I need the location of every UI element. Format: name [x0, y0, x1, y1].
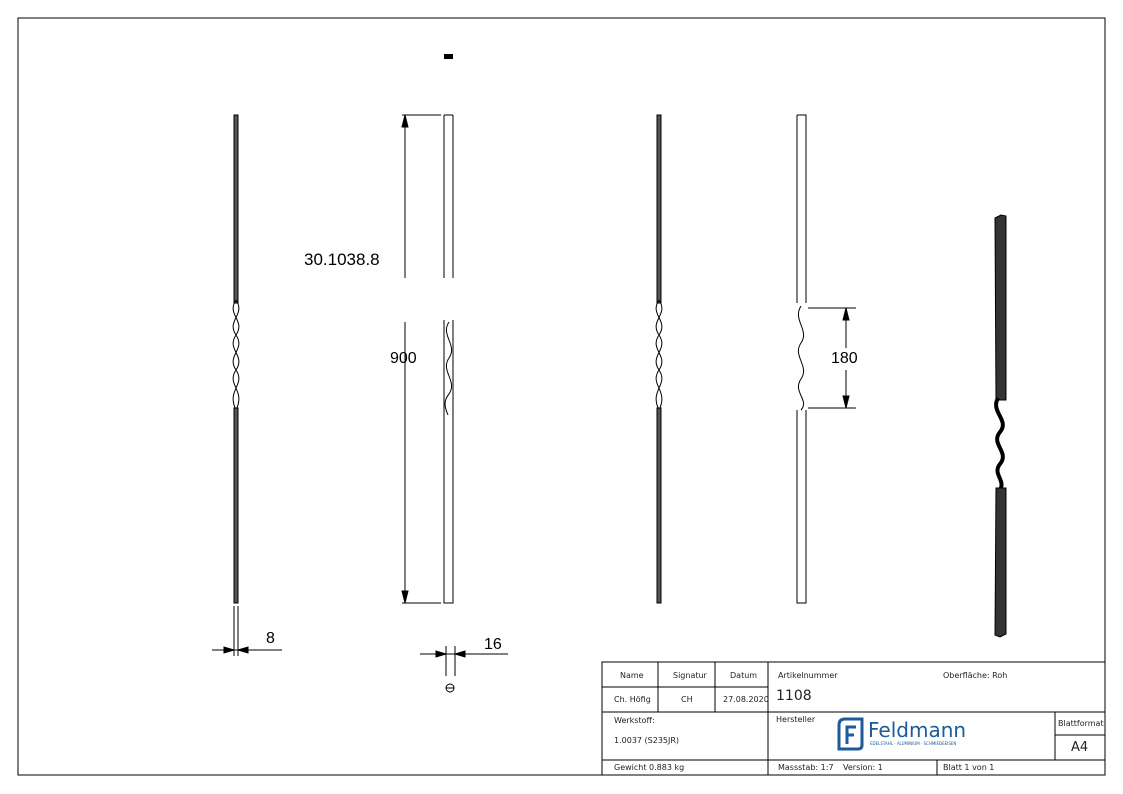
sheet-number: Blatt 1 von 1	[943, 763, 995, 772]
name-label: Name	[620, 671, 644, 680]
title-block-grid	[601, 661, 1106, 776]
overall-length-label: 30.1038.8	[304, 250, 380, 269]
date-label: Datum	[730, 671, 758, 680]
surface: Oberfläche: Roh	[943, 671, 1008, 680]
feldmann-logo	[837, 717, 864, 751]
date-value: 27.08.2020	[723, 695, 769, 704]
article-label: Artikelnummer	[778, 671, 838, 680]
name-value: Ch. Höfig	[614, 695, 651, 704]
format-value: A4	[1071, 740, 1089, 755]
signature-value: CH	[681, 695, 693, 704]
material-label: Werkstoff:	[614, 716, 655, 725]
manufacturer-label: Hersteller	[776, 715, 816, 724]
version: Version: 1	[843, 763, 883, 772]
thickness-label: 8	[266, 630, 275, 647]
side-view-2	[796, 114, 856, 604]
format-label: Blattformat	[1058, 719, 1104, 728]
side-view	[401, 114, 454, 604]
material-value: 1.0037 (S235JR)	[614, 736, 680, 745]
isometric-view	[994, 214, 1007, 638]
back-view	[655, 114, 663, 604]
logo-text: Feldmann	[868, 718, 967, 742]
article-value: 1108	[776, 688, 812, 704]
weight: Gewicht 0.883 kg	[614, 763, 685, 772]
logo-tagline: EDELSTAHL · ALUMINIUM · SCHMIEDEEISEN	[870, 741, 957, 746]
sheet-border	[17, 17, 1106, 776]
scale: Massstab: 1:7	[778, 763, 834, 772]
width-dimension	[420, 646, 508, 693]
signature-label: Signatur	[673, 671, 707, 680]
width-label: 16	[484, 636, 502, 653]
twist-length-label: 180	[831, 350, 858, 367]
view-marker	[444, 54, 453, 59]
thickness-dimension	[212, 606, 282, 656]
length-label: 900	[390, 350, 417, 367]
front-view	[232, 114, 240, 604]
